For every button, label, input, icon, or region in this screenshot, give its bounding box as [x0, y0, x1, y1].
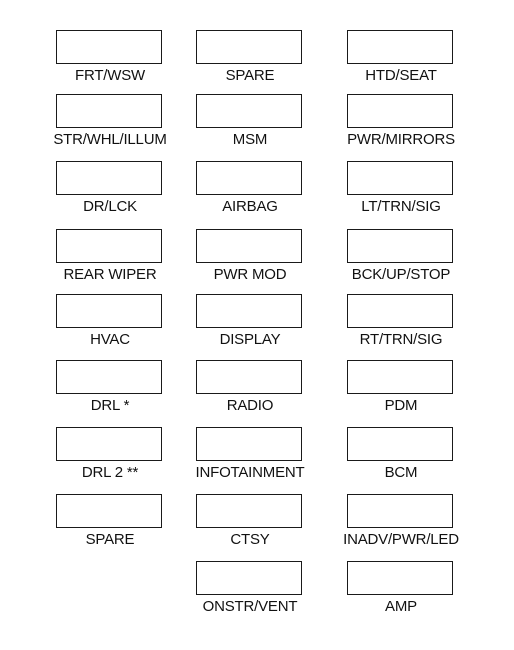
fuse-slot — [347, 30, 453, 64]
fuse-msm: MSM — [190, 94, 310, 154]
fuse-drl: DRL * — [50, 360, 170, 420]
fuse-pdm: PDM — [341, 360, 461, 420]
fuse-label: STR/WHL/ILLUM — [53, 131, 167, 148]
fuse-slot — [196, 294, 302, 328]
fuse-slot — [196, 30, 302, 64]
fuse-label: BCK/UP/STOP — [351, 266, 451, 283]
fuse-label: HVAC — [90, 331, 130, 348]
fuse-frt-wsw: FRT/WSW — [50, 30, 170, 90]
fuse-hvac: HVAC — [50, 294, 170, 354]
fuse-slot — [196, 561, 302, 595]
fuse-slot — [347, 229, 453, 263]
fuse-label: AMP — [385, 598, 417, 615]
fuse-label: REAR WIPER — [63, 266, 157, 283]
fuse-label: BCM — [384, 464, 418, 481]
fuse-label: PWR/MIRRORS — [347, 131, 455, 148]
fuse-label: PDM — [384, 397, 418, 414]
fuse-radio: RADIO — [190, 360, 310, 420]
fuse-label: DRL 2 ** — [81, 464, 139, 481]
fuse-slot — [196, 161, 302, 195]
fuse-slot — [196, 427, 302, 461]
fuse-label: LT/TRN/SIG — [361, 198, 441, 215]
fuse-bck-up-stop: BCK/UP/STOP — [341, 229, 461, 289]
fuse-slot — [56, 30, 162, 64]
fuse-pwr-mod: PWR MOD — [190, 229, 310, 289]
fuse-dr-lck: DR/LCK — [50, 161, 170, 221]
fuse-slot — [347, 294, 453, 328]
fuse-slot — [196, 494, 302, 528]
fuse-slot — [196, 360, 302, 394]
fuse-label: DRL * — [90, 397, 130, 414]
fuse-label: PWR MOD — [213, 266, 287, 283]
fuse-slot — [347, 360, 453, 394]
fuse-label: ONSTR/VENT — [202, 598, 298, 615]
fuse-airbag: AIRBAG — [190, 161, 310, 221]
fuse-bcm: BCM — [341, 427, 461, 487]
fuse-pwr-mirrors: PWR/MIRRORS — [341, 94, 461, 154]
fuse-label: DISPLAY — [219, 331, 281, 348]
fuse-display: DISPLAY — [190, 294, 310, 354]
fuse-label: SPARE — [85, 531, 135, 548]
fuse-slot — [56, 161, 162, 195]
fuse-infotainment: INFOTAINMENT — [190, 427, 310, 487]
fuse-slot — [347, 161, 453, 195]
fuse-rt-trn-sig: RT/TRN/SIG — [341, 294, 461, 354]
fuse-label: FRT/WSW — [75, 67, 145, 84]
fuse-label: AIRBAG — [222, 198, 278, 215]
fuse-label: SPARE — [225, 67, 275, 84]
fuse-slot — [347, 94, 453, 128]
fuse-str-whl-illum: STR/WHL/ILLUM — [50, 94, 170, 154]
fuse-slot — [347, 427, 453, 461]
fuse-lt-trn-sig: LT/TRN/SIG — [341, 161, 461, 221]
fuse-onstr-vent: ONSTR/VENT — [190, 561, 310, 621]
fuse-rear-wiper: REAR WIPER — [50, 229, 170, 289]
fuse-spare-2: SPARE — [50, 494, 170, 554]
fuse-slot — [196, 229, 302, 263]
fuse-htd-seat: HTD/SEAT — [341, 30, 461, 90]
fuse-slot — [347, 494, 453, 528]
fuse-slot — [56, 229, 162, 263]
fuse-slot — [347, 561, 453, 595]
fuse-spare-1: SPARE — [190, 30, 310, 90]
fuse-slot — [56, 294, 162, 328]
fuse-label: INFOTAINMENT — [195, 464, 305, 481]
fuse-label: RADIO — [226, 397, 274, 414]
fuse-label: INADV/PWR/LED — [343, 531, 459, 548]
fuse-amp: AMP — [341, 561, 461, 621]
fuse-label: HTD/SEAT — [365, 67, 437, 84]
fuse-drl-2: DRL 2 ** — [50, 427, 170, 487]
fuse-slot — [56, 427, 162, 461]
fuse-slot — [56, 94, 162, 128]
fuse-label: CTSY — [230, 531, 270, 548]
fuse-inadv-pwr-led: INADV/PWR/LED — [341, 494, 461, 554]
fuse-label: MSM — [232, 131, 268, 148]
fuse-ctsy: CTSY — [190, 494, 310, 554]
fuse-label: DR/LCK — [83, 198, 137, 215]
fuse-label: RT/TRN/SIG — [359, 331, 443, 348]
fuse-slot — [56, 360, 162, 394]
fuse-slot — [56, 494, 162, 528]
fuse-slot — [196, 94, 302, 128]
